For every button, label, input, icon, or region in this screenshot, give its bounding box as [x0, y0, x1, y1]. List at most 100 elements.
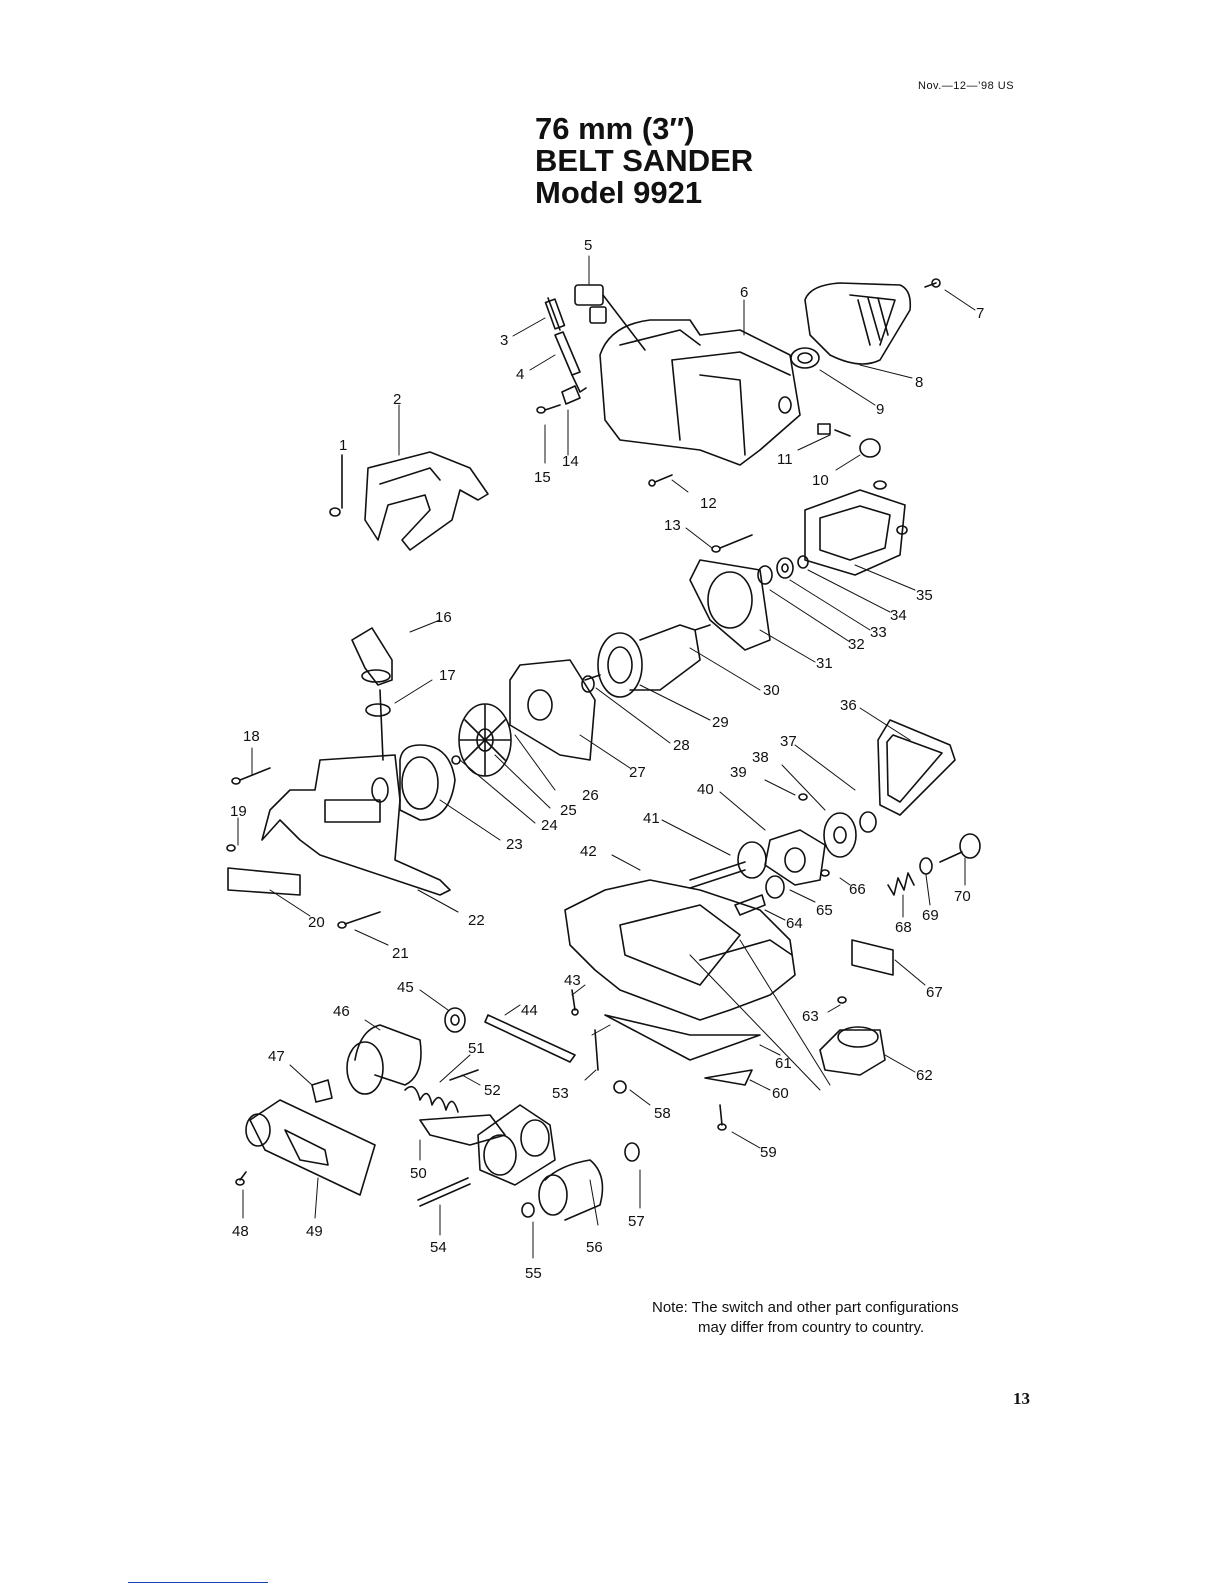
part-switch-5	[574, 284, 646, 351]
title-line-model: Model 9921	[535, 175, 703, 210]
part-label: 36	[840, 697, 857, 714]
part-bracket-39-40	[764, 793, 826, 886]
part-label: 60	[772, 1085, 789, 1102]
part-label: 45	[397, 979, 414, 996]
part-label: 47	[268, 1048, 285, 1065]
part-screws-12-13	[648, 474, 753, 553]
part-label: 18	[243, 728, 260, 745]
part-label: 48	[232, 1223, 249, 1240]
part-label: 56	[586, 1239, 603, 1256]
part-label: 53	[552, 1085, 569, 1102]
part-number-labels: 1 2 3 4 5 6 7 8 9 10 11 12 13 14 15 16 1…	[230, 237, 984, 1282]
part-label: 23	[506, 836, 523, 853]
part-baffle-31	[689, 559, 771, 651]
part-rear-roller-54-58	[417, 1080, 640, 1221]
part-label: 37	[780, 733, 797, 750]
note-line-1: Note: The switch and other part configur…	[652, 1299, 959, 1316]
part-rear-cover-8	[804, 278, 941, 365]
part-label: 61	[775, 1055, 792, 1072]
part-brush-10-11	[817, 423, 881, 458]
part-label: 5	[584, 237, 592, 254]
part-field-35	[804, 480, 908, 576]
part-armature-29-30	[584, 624, 711, 698]
part-front-roller-45-47	[311, 1007, 466, 1103]
part-label: 42	[580, 843, 597, 860]
part-label: 20	[308, 914, 325, 931]
part-screw-1	[329, 454, 343, 517]
part-label: 46	[333, 1003, 350, 1020]
part-label: 52	[484, 1082, 501, 1099]
part-handle-frame-22	[261, 754, 451, 896]
part-label: 49	[306, 1223, 323, 1240]
part-motor-housing-6	[599, 319, 801, 466]
part-label: 69	[922, 907, 939, 924]
part-label: 35	[916, 587, 933, 604]
part-drive-shaft-41	[689, 841, 767, 889]
part-label: 39	[730, 764, 747, 781]
configuration-note: Note: The switch and other part configur…	[652, 1298, 959, 1338]
part-fan-housing-23	[399, 744, 456, 821]
part-label: 68	[895, 919, 912, 936]
part-label: 26	[582, 787, 599, 804]
part-label: 44	[521, 1002, 538, 1019]
part-label: 55	[525, 1265, 542, 1282]
leader-lines	[237, 255, 976, 1259]
part-label: 29	[712, 714, 729, 731]
part-belt-guard-2	[364, 451, 489, 551]
part-base-frame-42	[564, 879, 796, 1021]
part-label: 16	[435, 609, 452, 626]
part-label: 65	[816, 902, 833, 919]
part-label: 19	[230, 803, 247, 820]
part-dust-adapter-62-63	[819, 996, 886, 1076]
part-label: 57	[628, 1213, 645, 1230]
part-label: 13	[664, 517, 681, 534]
part-label: 66	[849, 881, 866, 898]
part-label: 28	[673, 737, 690, 754]
part-bar-43-44	[484, 989, 599, 1071]
part-label: 10	[812, 472, 829, 489]
part-label: 30	[763, 682, 780, 699]
part-label: 59	[760, 1144, 777, 1161]
part-label: 7	[976, 305, 984, 322]
part-adjust-knob-68-70	[887, 833, 981, 896]
part-label: 33	[870, 624, 887, 641]
part-label: 14	[562, 453, 579, 470]
part-knob-9	[790, 347, 820, 369]
part-label: 67	[926, 984, 943, 1001]
part-belt-36	[877, 719, 956, 816]
part-label: 24	[541, 817, 558, 834]
part-label: 15	[534, 469, 551, 486]
part-label: 1	[339, 437, 347, 454]
part-label: 51	[468, 1040, 485, 1057]
date-code: Nov.—12—’98 US	[918, 80, 1015, 92]
part-label: 9	[876, 401, 884, 418]
part-label: 41	[643, 810, 660, 827]
part-misc-18-21	[226, 767, 381, 929]
part-label: 12	[700, 495, 717, 512]
part-side-plate-48-49	[235, 1099, 376, 1196]
part-label: 70	[954, 888, 971, 905]
part-label: 11	[777, 451, 793, 468]
part-label: 21	[392, 945, 409, 962]
note-line-2: may differ from country to country.	[698, 1319, 925, 1336]
part-label: 6	[740, 284, 748, 301]
part-label: 17	[439, 667, 456, 684]
part-label: 3	[500, 332, 508, 349]
part-label: 8	[915, 374, 923, 391]
part-label: 54	[430, 1239, 447, 1256]
title-line-product: BELT SANDER	[535, 143, 754, 178]
page-title: 76 mm (3″) BELT SANDER Model 9921	[535, 113, 753, 209]
part-label: 22	[468, 912, 485, 929]
part-platen-59-61	[604, 1014, 761, 1131]
part-dust-nozzle-16-17	[351, 627, 393, 761]
part-label: 25	[560, 802, 577, 819]
part-label: 32	[848, 636, 865, 653]
part-gear-housing-27	[509, 659, 596, 761]
part-label: 34	[890, 607, 907, 624]
part-bearing-28	[581, 675, 595, 693]
part-label: 58	[654, 1105, 671, 1122]
part-label: 62	[916, 1067, 933, 1084]
footer-rule	[128, 1582, 268, 1583]
page-number: 13	[1013, 1389, 1030, 1408]
